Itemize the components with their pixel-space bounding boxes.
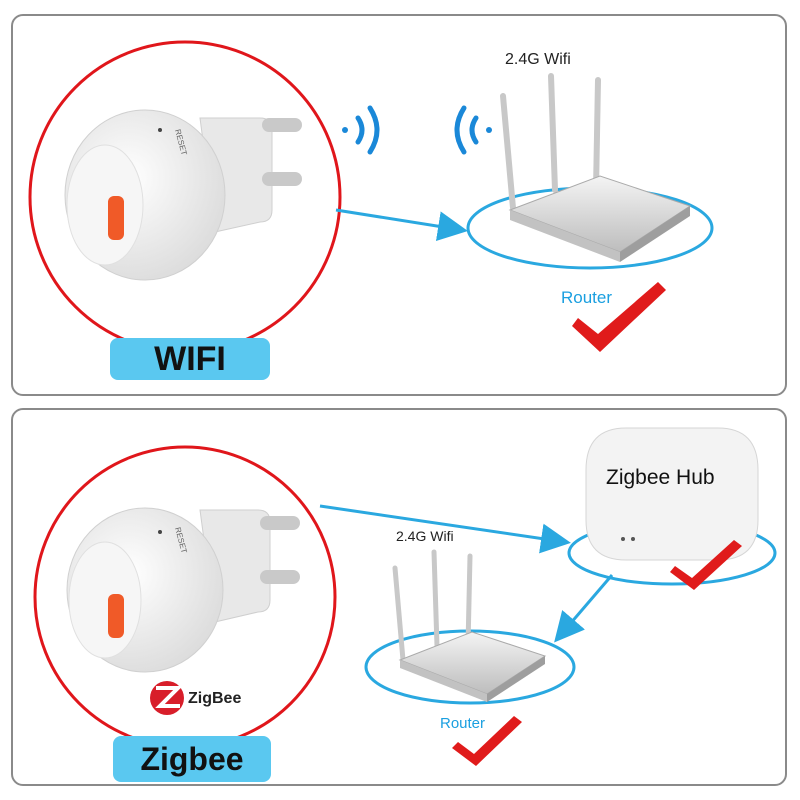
antenna — [596, 80, 598, 190]
hub-led — [631, 537, 635, 541]
arrow-icon — [336, 210, 462, 230]
router-body — [400, 632, 545, 694]
antenna — [395, 568, 403, 660]
router-label: Router — [561, 288, 612, 308]
router-1 — [468, 76, 712, 268]
sensor-dot — [158, 530, 162, 534]
wifi-band-label: 2.4G Wifi — [396, 528, 454, 544]
hub-led — [621, 537, 625, 541]
sensor-dot — [158, 128, 162, 132]
router-body — [510, 176, 690, 252]
antenna — [434, 552, 437, 646]
antenna — [503, 96, 513, 208]
sensor-grille — [67, 145, 143, 265]
wifi-band-label: 2.4G Wifi — [505, 51, 571, 69]
wifi-device-group: RESET — [30, 42, 340, 352]
router-label: Router — [440, 715, 485, 732]
plug-pin-bottom — [262, 172, 302, 186]
zigbee-hub-label: Zigbee Hub — [606, 466, 715, 490]
zigbee-device-group: RESET — [35, 447, 335, 747]
wifi-signal-icon — [342, 108, 492, 152]
plug-pin-top — [260, 516, 300, 530]
alarm-led — [108, 196, 124, 240]
arrow-icon — [558, 575, 612, 638]
alarm-led — [108, 594, 124, 638]
sensor-grille — [69, 542, 141, 658]
wifi-mode-label: WIFI — [110, 338, 270, 380]
router-2 — [366, 552, 574, 703]
plug-pin-top — [262, 118, 302, 132]
zigbee-logo-text: ZigBee — [188, 690, 241, 708]
plug-pin-bottom — [260, 570, 300, 584]
zigbee-mode-label: Zigbee — [113, 736, 271, 782]
zigbee-logo-icon — [150, 681, 184, 715]
antenna — [551, 76, 555, 190]
zigbee-hub — [569, 428, 775, 584]
hub-body — [586, 428, 758, 560]
